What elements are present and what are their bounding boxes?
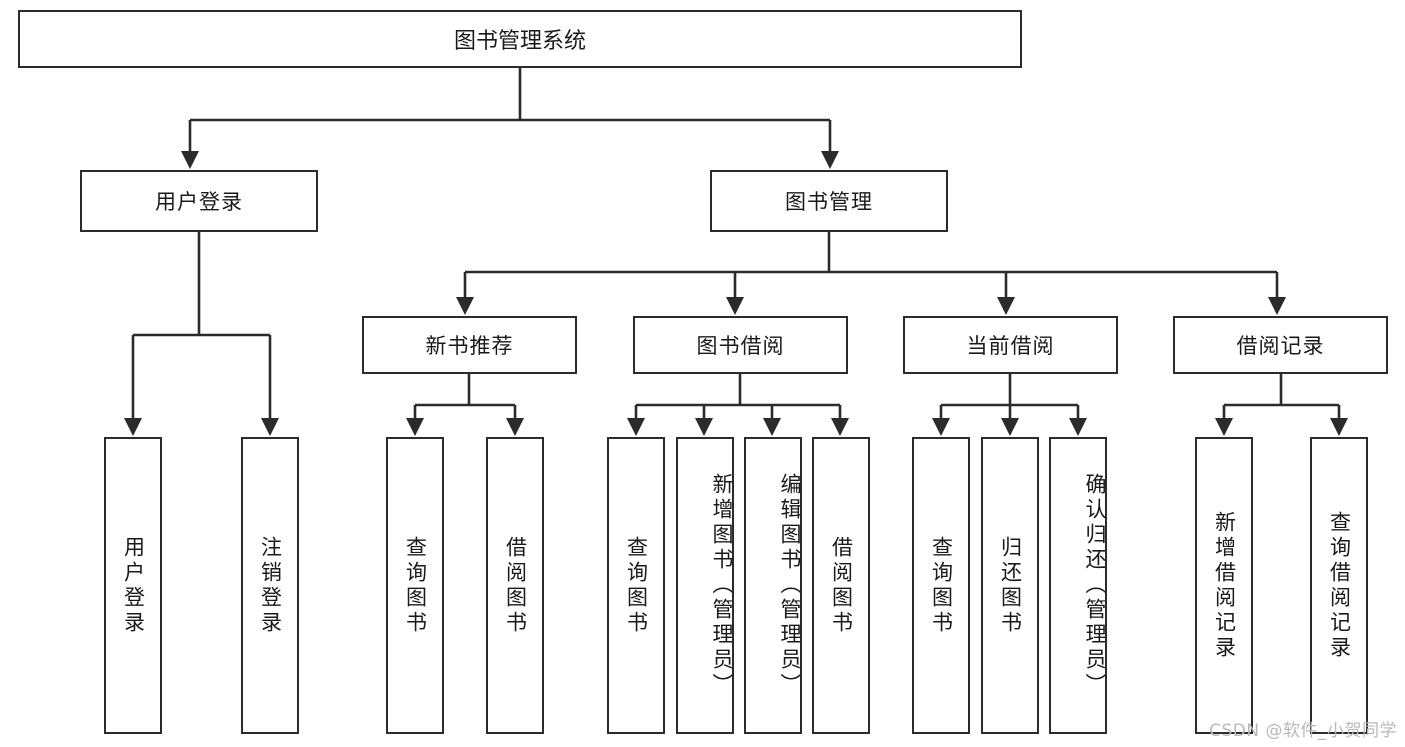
node-user-login[interactable]: 用户登录 [80,170,318,232]
leaf-confirm-return-admin[interactable]: 确认归还（管理员） [1049,437,1107,734]
node-book-management[interactable]: 图书管理 [710,170,948,232]
leaf-user-login[interactable]: 用户登录 [104,437,162,734]
leaf-query-book-current[interactable]: 查询图书 [912,437,970,734]
leaf-add-borrow-record[interactable]: 新增借阅记录 [1195,437,1253,734]
watermark-csdn: CSDN @软件_小贺同学 [1209,721,1397,741]
leaf-edit-book-admin[interactable]: 编辑图书（管理员） [744,437,802,734]
leaf-add-book-admin[interactable]: 新增图书（管理员） [676,437,734,734]
leaf-borrow-book-newbook[interactable]: 借阅图书 [486,437,544,734]
leaf-query-book-newbook[interactable]: 查询图书 [386,437,444,734]
node-current-borrow[interactable]: 当前借阅 [903,316,1118,374]
node-book-borrow[interactable]: 图书借阅 [633,316,848,374]
node-borrow-record[interactable]: 借阅记录 [1173,316,1388,374]
leaf-return-book[interactable]: 归还图书 [981,437,1039,734]
leaf-query-borrow-record[interactable]: 查询借阅记录 [1310,437,1368,734]
leaf-user-logout[interactable]: 注销登录 [241,437,299,734]
leaf-borrow-book-borrow[interactable]: 借阅图书 [812,437,870,734]
node-new-book-recommend[interactable]: 新书推荐 [362,316,577,374]
node-system-title[interactable]: 图书管理系统 [18,10,1022,68]
leaf-query-book-borrow[interactable]: 查询图书 [607,437,665,734]
